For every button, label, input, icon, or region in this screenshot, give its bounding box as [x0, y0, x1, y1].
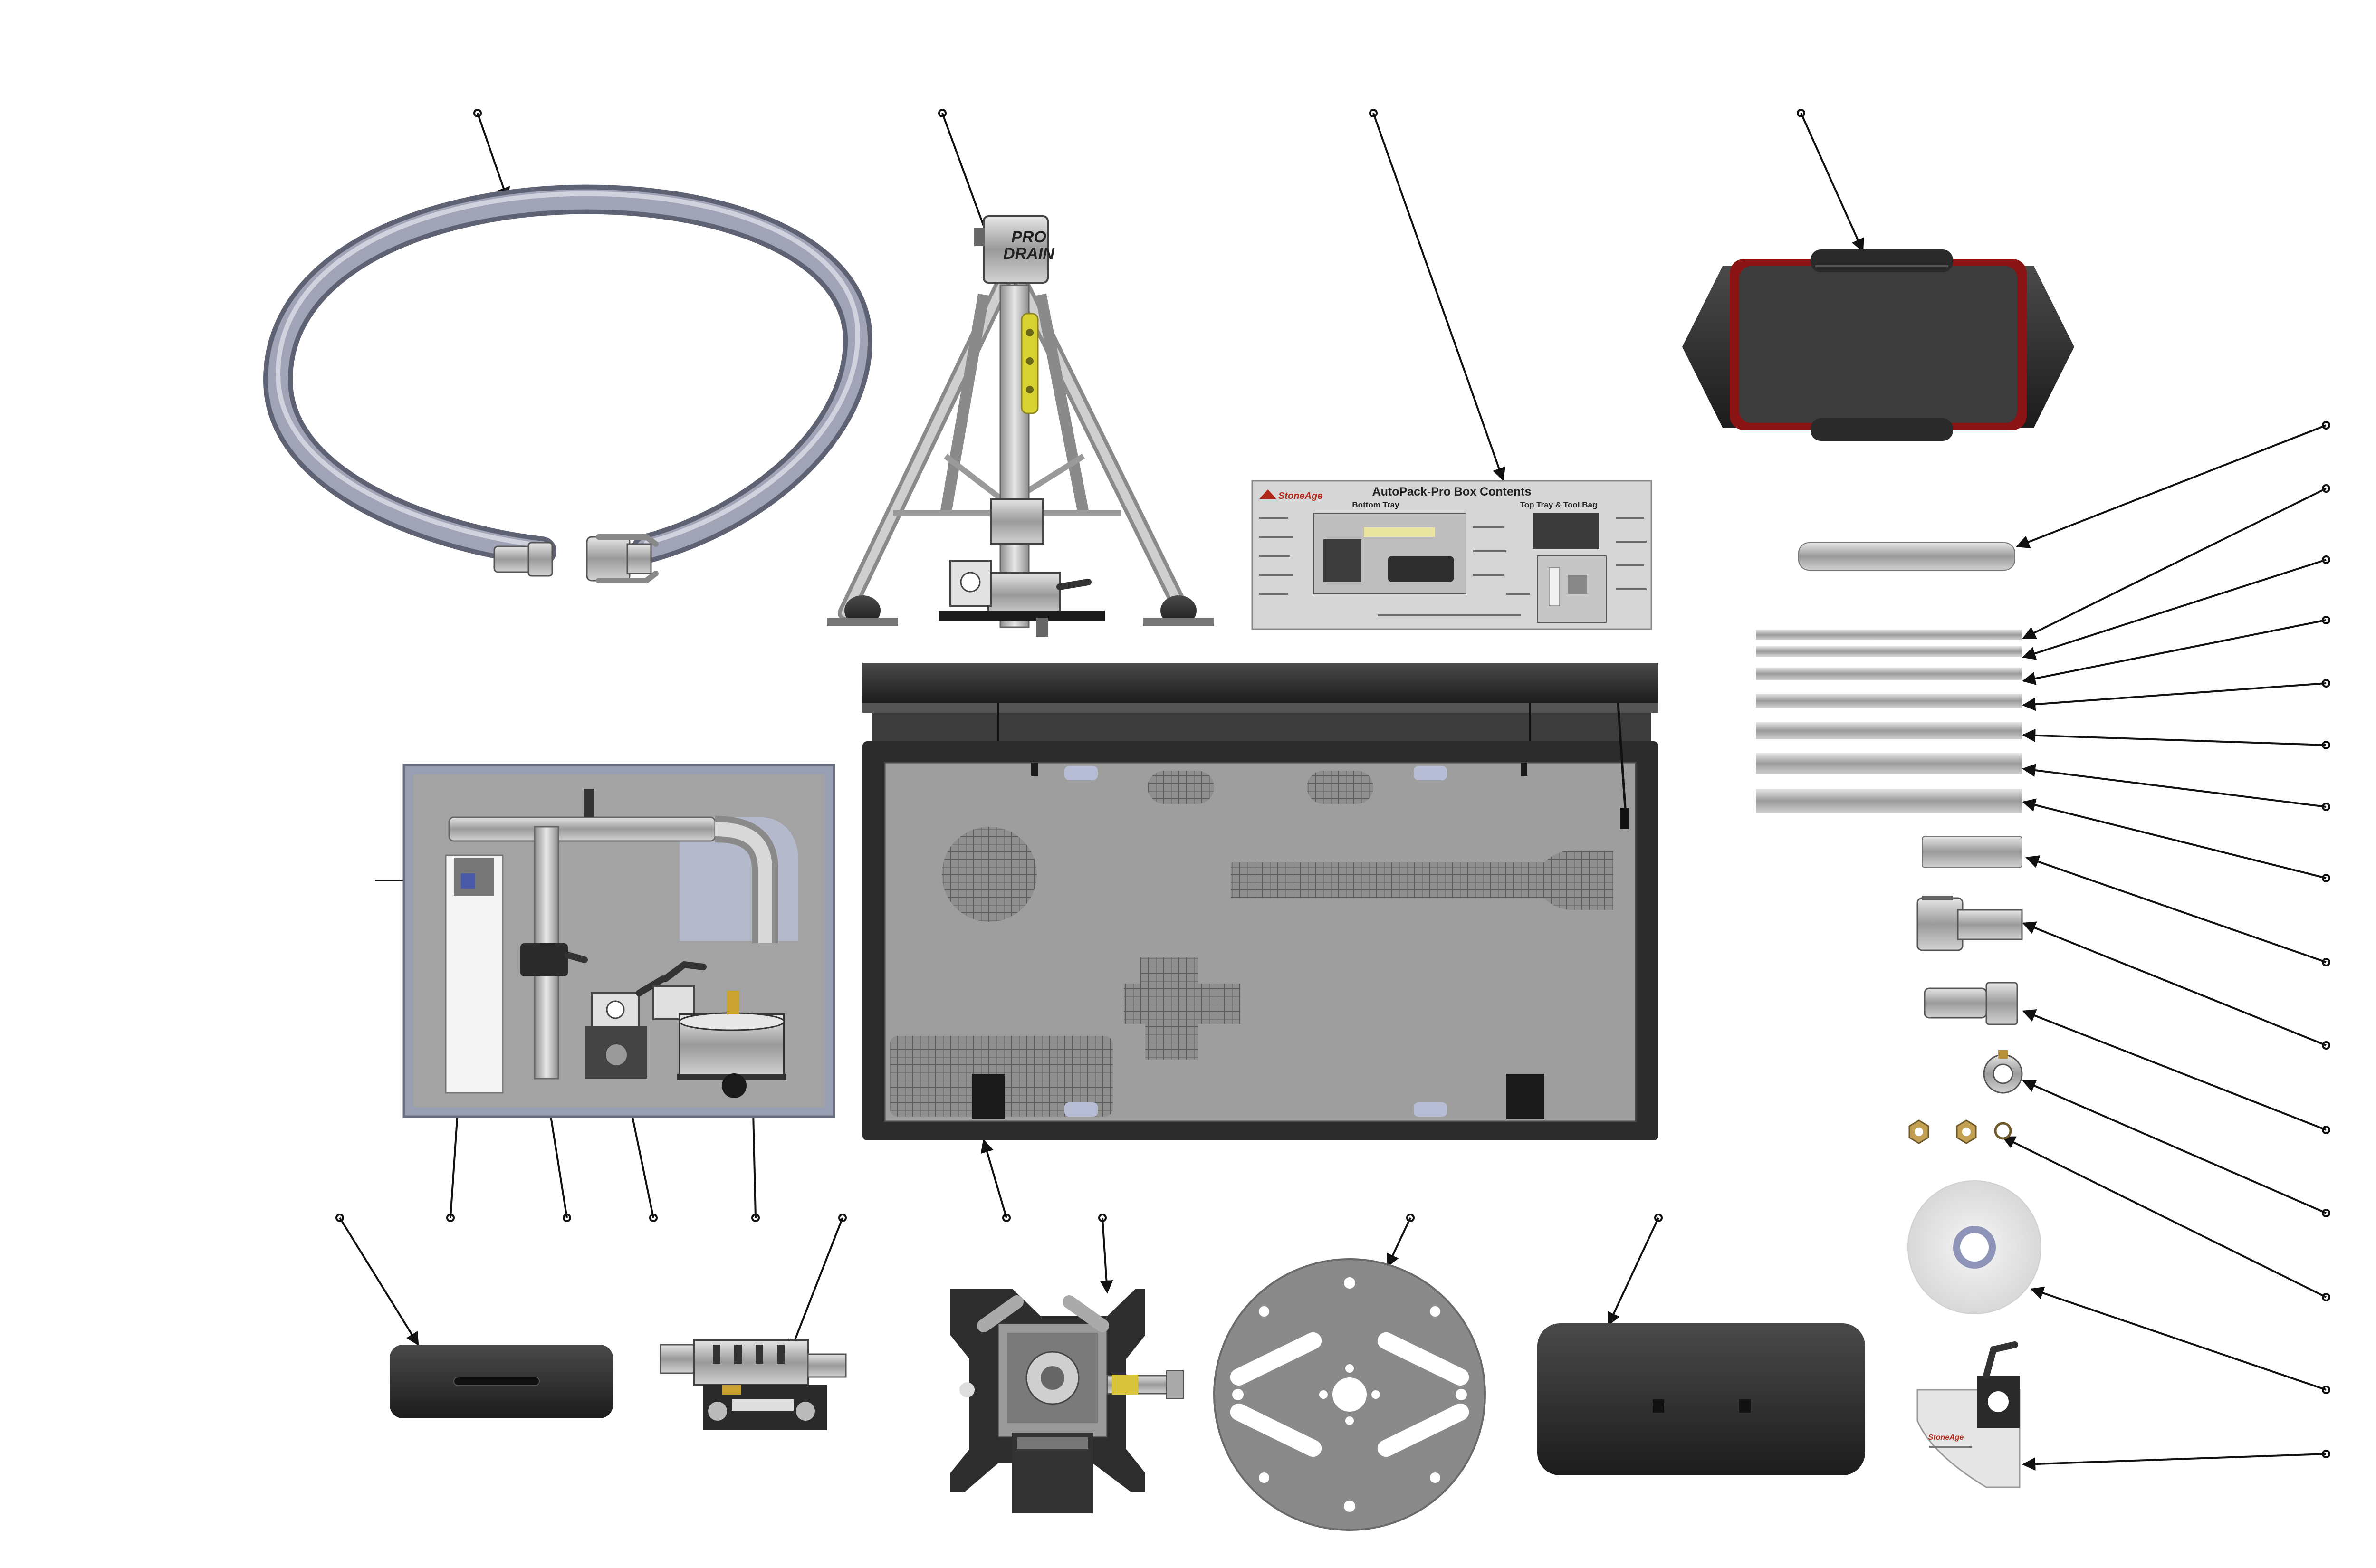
poster-right-heading: Top Tray & Tool Bag — [1520, 500, 1598, 509]
hex-nuts-and-washer — [1908, 1119, 2012, 1144]
leader-right-1 — [2016, 421, 2330, 548]
rubber-pad — [390, 1345, 613, 1418]
leader-right-13 — [2002, 1136, 2330, 1301]
pro-drain-tripod: PRO DRAIN — [827, 215, 1214, 637]
female-coupler — [1916, 896, 2023, 951]
leader-right-2 — [2022, 484, 2330, 639]
rotary-head-frame — [950, 1289, 1184, 1513]
leader-tool-bag — [1797, 109, 1864, 252]
box-contents-poster: StoneAge AutoPack-Pro Box Contents Botto… — [1251, 480, 1652, 630]
male-coupler — [1924, 982, 2018, 1025]
leader-right-7 — [2022, 764, 2330, 811]
bottom-tray — [862, 663, 1658, 1140]
leader-pad — [335, 1214, 419, 1346]
leader-right-5 — [2022, 679, 2330, 711]
leader-hose — [473, 109, 510, 201]
poster-left-heading: Bottom Tray — [1352, 500, 1399, 509]
mounting-bracket: StoneAge — [1916, 1341, 2021, 1488]
brand-logo-icon — [1259, 489, 1276, 499]
leader-poster — [1369, 109, 1505, 481]
bracket-brand: StoneAge — [1928, 1434, 1964, 1442]
leader-bottom-tray — [980, 1139, 1011, 1222]
leader-right-10 — [2022, 921, 2330, 1050]
leader-lines — [335, 109, 2330, 1471]
leader-right-3 — [2022, 555, 2330, 660]
leader-right-4 — [2022, 616, 2330, 685]
leader-right-11 — [2022, 1009, 2330, 1134]
short-tube-segment — [1922, 836, 2022, 868]
foam-block — [1537, 1323, 1865, 1475]
slotted-base-plate — [1213, 1258, 1486, 1531]
leader-right-6 — [2022, 728, 2330, 749]
leader-right-14 — [2030, 1286, 2330, 1394]
poster-brand: StoneAge — [1278, 491, 1322, 501]
tool-bag — [1682, 249, 2074, 441]
short-large-tube — [1798, 542, 2015, 571]
coiled-hose-assembly — [263, 184, 873, 583]
leader-right-9 — [2025, 855, 2330, 966]
leader-foam — [1607, 1214, 1663, 1326]
leader-gear — [788, 1214, 847, 1353]
tripod-brand-line1: PRO — [1011, 228, 1046, 246]
gear-drive-block — [660, 1339, 847, 1430]
top-tray-with-parts — [402, 764, 835, 1118]
disc-spacer — [1907, 1180, 2041, 1314]
leader-plate — [1387, 1214, 1415, 1268]
leader-tripod — [938, 109, 991, 240]
long-rod-set — [1756, 630, 2022, 813]
leader-right-12 — [2022, 1080, 2330, 1217]
leader-frame — [1098, 1214, 1113, 1294]
poster-title: AutoPack-Pro Box Contents — [1372, 485, 1532, 498]
swivel-ring — [1983, 1050, 2023, 1094]
leader-right-15 — [2022, 1450, 2330, 1471]
leader-right-8 — [2022, 798, 2330, 882]
tripod-brand-line2: DRAIN — [1003, 245, 1055, 263]
